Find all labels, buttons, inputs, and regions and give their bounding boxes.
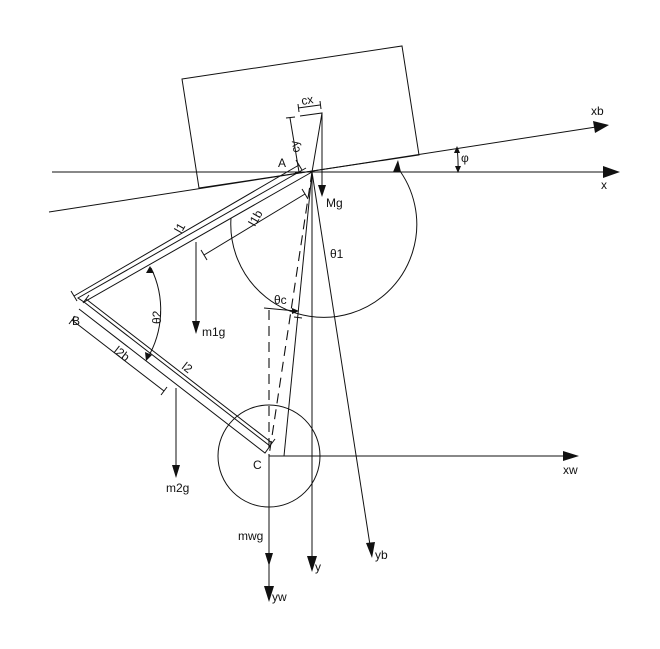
cx-cy-offset-box: [299, 112, 323, 173]
yw-axis-label: yw: [272, 590, 287, 604]
cy-dimension-tick-top: [285, 116, 296, 119]
yw-axis-arrowhead: [264, 586, 274, 602]
m1g-label: m1g: [202, 325, 225, 339]
mg-label: Mg: [326, 196, 343, 210]
l2b-label: l2b: [111, 343, 132, 364]
l1b-dimension-tick-end: [301, 188, 309, 200]
yb-axis-label: yb: [375, 548, 388, 562]
xb-axis-label: xb: [591, 104, 604, 118]
thetac-tick-marker: [293, 316, 303, 319]
point-a-label: A: [278, 156, 286, 170]
theta1-arc-arrowhead: [393, 160, 401, 172]
l1b-dimension-line: [203, 193, 306, 256]
l2-label: l2: [179, 359, 195, 376]
l2-dimension-line: [85, 298, 273, 444]
mwg-force-arrowhead: [265, 553, 273, 566]
l1-dimension-tick-b: [70, 290, 78, 302]
thetac-dimension-arrowhead: [292, 308, 299, 314]
l1-dimension-line: [73, 164, 300, 297]
theta2-arc-arrowhead-bottom: [145, 352, 152, 361]
xb-axis-arrowhead: [593, 121, 609, 133]
cy-dimension-tick-bottom: [294, 171, 305, 174]
yb-axis-arrowhead: [366, 542, 375, 558]
y-axis-label: y: [315, 560, 321, 574]
link-l2-outline: [78, 301, 271, 454]
l1-label: l1: [171, 220, 188, 235]
theta1-angle-arc: [230, 166, 418, 318]
l2b-dimension-tick-start: [68, 315, 76, 325]
phi-arc-arrowhead-bottom: [455, 166, 461, 173]
theta2-angle-arc: [146, 267, 162, 360]
phi-arc-arrowhead-top: [454, 146, 460, 153]
cx-dimension-tick-right: [319, 100, 322, 110]
l1-dimension-tick-a: [295, 159, 303, 171]
l2b-dimension-tick-end: [160, 386, 168, 396]
thetac-dimension-line: [263, 307, 297, 312]
thetac-label: θc: [274, 293, 287, 307]
link-l1-outline: [77, 167, 313, 303]
c-to-a-solid-line: [283, 171, 313, 457]
phi-label: φ: [461, 151, 469, 165]
center-of-mass-dashed-line: [268, 171, 313, 457]
x-axis-label: x: [601, 178, 607, 192]
cx-dimension-tick-left: [297, 103, 300, 113]
theta1-label: θ1: [330, 247, 344, 261]
xw-axis-arrowhead: [563, 451, 579, 461]
theta2-label: θ2: [150, 310, 164, 324]
mwg-label: mwg: [238, 529, 263, 543]
l2b-dimension-line: [71, 319, 165, 392]
l2-dimension-tick-b: [82, 294, 90, 304]
cy-label: cy: [287, 140, 303, 154]
cx-label: cx: [300, 92, 314, 108]
point-b-label: B: [72, 314, 80, 328]
x-axis-arrowhead: [603, 166, 620, 178]
l2-dimension-tick-c: [268, 438, 276, 448]
mg-force-arrowhead: [318, 185, 326, 197]
m1g-force-arrowhead: [192, 321, 200, 334]
yb-axis-line: [311, 171, 371, 546]
cx-dimension-line: [297, 104, 321, 109]
y-axis-arrowhead: [307, 556, 317, 572]
theta2-arc-arrowhead-top: [146, 266, 154, 273]
m2g-force-arrowhead: [172, 465, 180, 478]
l1b-label: l1b: [245, 207, 265, 228]
point-c-label: C: [253, 458, 262, 472]
xw-axis-label: xw: [563, 463, 578, 477]
l1b-dimension-tick-start: [200, 249, 208, 261]
m2g-label: m2g: [166, 481, 189, 495]
